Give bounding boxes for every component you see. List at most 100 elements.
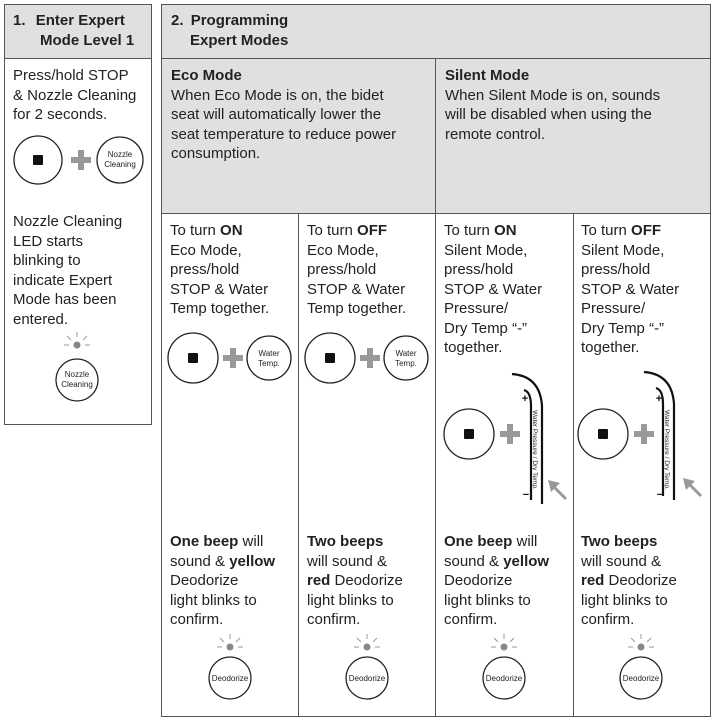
turn-lead: To turn [307, 222, 358, 239]
result-text: light blinks to [307, 591, 394, 609]
step1-header-divider [4, 58, 152, 59]
instr-line: STOP & Water [444, 280, 543, 298]
press-arrow-icon [548, 480, 568, 501]
eco-on-instructions: To turn ON Eco Mode, press/hold STOP & W… [170, 221, 296, 319]
blink-rays-icon [217, 634, 243, 648]
step2-title-line1: Programming [190, 12, 289, 29]
instr-line: Silent Mode, [581, 241, 665, 259]
result-text: Deodorize [170, 572, 239, 589]
result-text: confirm. [444, 611, 498, 628]
step1-instructions: Press/hold STOP & Nozzle Cleaning for 2 … [13, 66, 151, 125]
turn-lead: To turn [581, 222, 632, 239]
water-temp-button-icon [383, 335, 429, 381]
slider-vertical-label: Water Pressure / Dry Temp. [663, 410, 670, 490]
step1-led-line: LED starts [13, 232, 84, 250]
step1-led-line: blinking to [13, 252, 81, 269]
stop-square-icon [325, 353, 335, 363]
led-dot-icon [226, 643, 234, 651]
stop-square-icon [188, 353, 198, 363]
beep-count: One beep [170, 533, 239, 550]
beep-count: Two beeps [307, 533, 384, 550]
blink-rays-icon [64, 332, 90, 346]
led-dot-icon [73, 341, 81, 349]
silent-mode-title: Silent Mode [445, 67, 530, 84]
eco-off-instructions: To turn OFF Eco Mode, press/hold STOP & … [307, 221, 433, 319]
light-color: yellow [229, 552, 276, 570]
slider-bar-icon [643, 370, 676, 500]
deodorize-button-icon [208, 656, 252, 700]
result-text: will sound & [307, 552, 388, 570]
deodorize-label: Deodorize [486, 674, 523, 683]
step1-title-line2: Mode Level 1 [40, 32, 135, 49]
eco-desc-line: consumption. [171, 145, 261, 162]
step1-instr-line: Press/hold STOP [13, 67, 129, 84]
eco-desc-line: seat will automatically lower the [171, 106, 382, 123]
result-text: will [238, 533, 264, 550]
plus-icon [223, 348, 243, 368]
deodorize-label: Deodorize [349, 674, 386, 683]
turn-state: OFF [631, 222, 662, 239]
silent-desc-line: When Silent Mode is on, sounds [445, 86, 661, 104]
nozzle-label-line1: Nozzle [65, 370, 90, 379]
silent-on-button-combo: + Water Pressure / Dry Temp. − [443, 372, 568, 504]
deodorize-blink-silent-off: Deodorize [619, 634, 663, 700]
result-text: Deodorize [444, 572, 513, 589]
deodorize-label: Deodorize [623, 674, 660, 683]
slider-vertical-label: Water Pressure / Dry Temp. [531, 410, 538, 490]
turn-state: ON [494, 222, 517, 239]
led-dot-icon [500, 643, 508, 651]
plus-icon [500, 424, 520, 444]
nozzle-cleaning-button-icon [55, 358, 99, 402]
slider-plus-label: + [522, 393, 528, 405]
instr-line: STOP & Water [581, 280, 680, 298]
blink-rays-icon [354, 634, 380, 648]
turn-state: ON [220, 222, 243, 239]
plus-icon [634, 424, 654, 444]
eco-col-divider [298, 213, 299, 717]
water-temp-label-line2: Temp. [395, 359, 417, 368]
stop-square-icon [598, 429, 608, 439]
eco-mode-title: Eco Mode [171, 67, 242, 84]
instr-line: press/hold [581, 261, 651, 278]
result-text: Deodorize [330, 572, 403, 589]
nozzle-label-line2: Cleaning [104, 160, 136, 169]
step2-header-divider [161, 58, 711, 59]
instr-line: together. [444, 339, 503, 356]
silent-desc-line: will be disabled when using the [445, 106, 652, 123]
beep-count: Two beeps [581, 533, 658, 550]
blink-rays-icon [491, 634, 517, 648]
silent-mode-text: Silent Mode When Silent Mode is on, soun… [445, 66, 707, 144]
result-text: confirm. [307, 611, 361, 628]
step2-panel [161, 4, 711, 717]
silent-col-divider [573, 213, 574, 717]
silent-on-result: One beep will sound & yellow Deodorize l… [444, 532, 572, 630]
instr-line: STOP & Water [307, 280, 406, 298]
instr-line: press/hold [307, 261, 377, 278]
silent-off-result: Two beeps will sound & red Deodorize lig… [581, 532, 709, 630]
silent-mode-section [436, 59, 710, 213]
step1-blinking-nozzle-icon: Nozzle Cleaning [55, 332, 99, 402]
nozzle-label-line1: Nozzle [108, 150, 133, 159]
eco-off-button-combo: Water Temp. [304, 332, 429, 384]
light-color: yellow [503, 552, 550, 570]
blink-rays-icon [628, 634, 654, 648]
water-temp-label-line2: Temp. [258, 359, 280, 368]
result-text: light blinks to [170, 591, 257, 609]
slider-plus-label: + [656, 393, 662, 405]
water-temp-label-line1: Water [395, 349, 416, 358]
water-temp-label-line1: Water [258, 349, 279, 358]
press-arrow-icon [683, 478, 703, 498]
deodorize-button-icon [619, 656, 663, 700]
plus-icon [71, 150, 91, 170]
turn-state: OFF [357, 222, 388, 239]
deodorize-label: Deodorize [212, 674, 249, 683]
step1-led-line: indicate Expert [13, 271, 113, 289]
instr-line: press/hold [170, 261, 240, 278]
instr-line: Pressure/ [581, 300, 646, 317]
result-text: will [512, 533, 538, 550]
result-text: sound & [170, 552, 230, 570]
beep-count: One beep [444, 533, 513, 550]
eco-mode-section [162, 59, 435, 213]
light-color: red [581, 572, 605, 589]
turn-lead: To turn [170, 222, 221, 239]
